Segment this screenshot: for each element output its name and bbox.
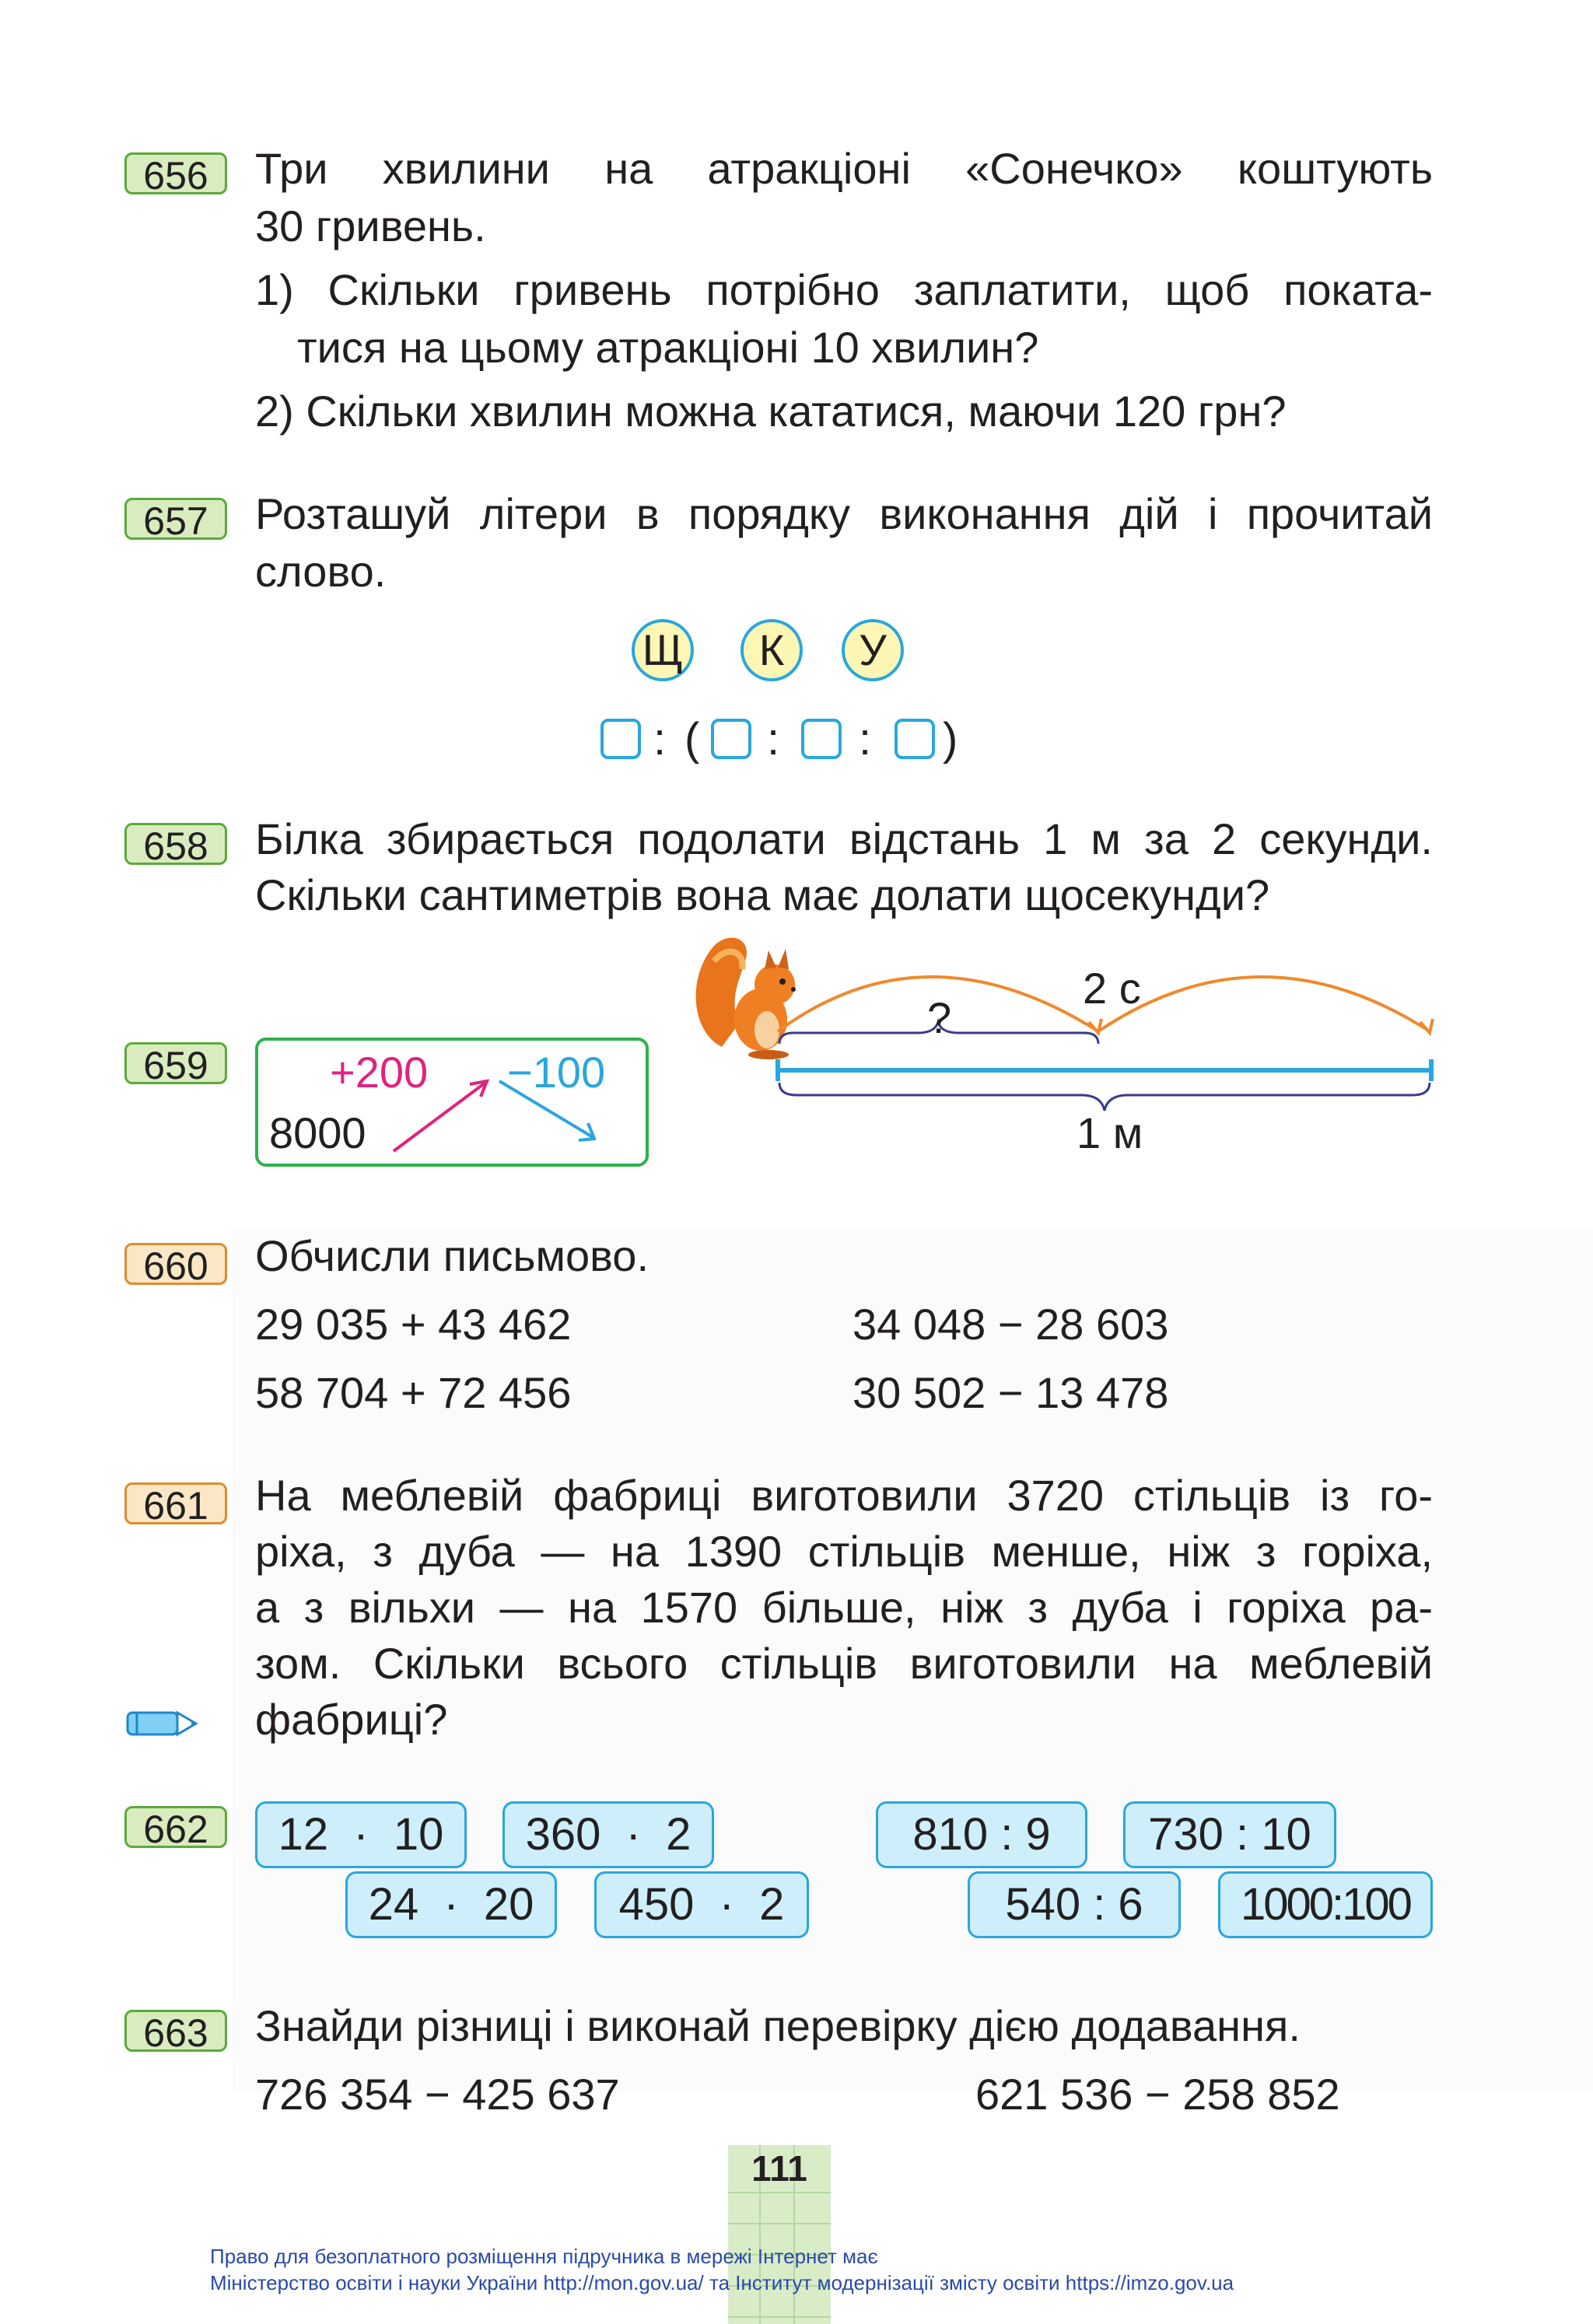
expression-box-3: 24 · 20	[345, 1871, 557, 1938]
answer-box-2[interactable]	[711, 719, 751, 759]
expression-box-1: 12 · 10	[255, 1801, 467, 1868]
p658-line-1: Білка збирається подолати відстань 1 м з…	[255, 814, 1433, 863]
problem-number-662: 662	[124, 1806, 227, 1850]
p660-expr-4: 30 502 − 13 478	[853, 1368, 1169, 1417]
chain-step-plus: +200	[330, 1048, 429, 1097]
chain-step-minus: −100	[507, 1048, 606, 1097]
problem-number-656: 656	[124, 152, 227, 197]
chain-start-value: 8000	[269, 1108, 366, 1157]
distance-diagram	[775, 975, 1434, 1111]
answer-box-3[interactable]	[801, 719, 842, 759]
p661-line-5: фабриці?	[255, 1695, 448, 1744]
diagram-question-mark: ?	[927, 993, 952, 1042]
diagram-distance-label: 1 м	[1077, 1108, 1143, 1157]
pencil-icon	[126, 1710, 198, 1737]
p660-expr-3: 58 704 + 72 456	[255, 1368, 572, 1417]
p661-line-4: зом. Скільки всього стільців виготовили …	[255, 1639, 1433, 1688]
expression-box-7: 540 : 6	[968, 1871, 1181, 1938]
operation-chain-box	[255, 1038, 649, 1167]
operator-colon-1: :	[653, 714, 667, 765]
page-number-box	[728, 2145, 831, 2324]
p660-heading: Обчисли письмово.	[255, 1231, 649, 1280]
p658-line-2: Скільки сантиметрів вона має долати щосе…	[255, 870, 1270, 919]
close-paren: )	[943, 714, 958, 765]
expression-box-6: 730 : 10	[1123, 1801, 1336, 1868]
p660-expr-2: 34 048 − 28 603	[853, 1300, 1169, 1349]
p657-line-2: слово.	[255, 547, 387, 596]
p656-line-2: 30 гривень.	[255, 201, 486, 250]
problem-number-657: 657	[124, 498, 227, 542]
answer-box-1[interactable]	[600, 719, 641, 759]
letter-circle-u: У	[842, 619, 904, 681]
p661-line-1: На меблевій фабриці виготовили 3720 стіл…	[255, 1471, 1433, 1520]
page-number: 111	[751, 2148, 807, 2189]
diagram-time-label: 2 с	[1083, 964, 1141, 1013]
problem-number-661: 661	[124, 1482, 227, 1527]
expression-box-5: 810 : 9	[876, 1801, 1087, 1868]
p657-line-1: Розташуй літери в порядку виконання дій …	[255, 489, 1433, 538]
p661-line-3: а з вільхи — на 1570 більше, ніж з дуба …	[255, 1583, 1433, 1632]
footer-line-1: Право для безоплатного розміщення підруч…	[210, 2245, 878, 2268]
problem-number-660: 660	[124, 1243, 227, 1287]
p663-heading: Знайди різниці і виконай перевірку дією …	[255, 2001, 1301, 2050]
footer-line-2: Міністерство освіти і науки України http…	[210, 2271, 1234, 2294]
open-paren: (	[684, 714, 700, 765]
p656-line-1: Три хвилини на атракціоні «Сонечко» кошт…	[255, 144, 1433, 193]
squirrel-illustration	[695, 937, 796, 1059]
p656-line-3: 1) Скільки гривень потрібно заплатити, щ…	[255, 265, 1433, 314]
problem-number-659: 659	[124, 1042, 227, 1087]
expression-box-8: 1000:100	[1218, 1871, 1433, 1938]
answer-box-4[interactable]	[895, 719, 935, 759]
page-background-strip	[233, 1229, 1593, 2092]
problem-number-663: 663	[124, 2010, 227, 2054]
p661-line-2: ріха, з дуба — на 1390 стільців менше, н…	[255, 1527, 1433, 1576]
p663-expr-2: 621 536 − 258 852	[975, 2070, 1340, 2119]
p656-line-5: 2) Скільки хвилин можна кататися, маючи …	[255, 387, 1287, 436]
operator-colon-2: :	[767, 714, 780, 765]
p656-line-4: тися на цьому атракціоні 10 хвилин?	[297, 323, 1039, 372]
chain-arrows	[392, 1079, 597, 1153]
p663-expr-1: 726 354 − 425 637	[255, 2070, 620, 2119]
letter-circle-k: К	[740, 619, 803, 681]
p660-expr-1: 29 035 + 43 462	[255, 1300, 572, 1349]
problem-number-658: 658	[124, 823, 227, 867]
letter-circle-shch: Щ	[632, 619, 694, 681]
expression-box-4: 450 · 2	[594, 1871, 809, 1938]
expression-box-2: 360 · 2	[502, 1801, 714, 1868]
operator-colon-3: :	[859, 714, 872, 765]
